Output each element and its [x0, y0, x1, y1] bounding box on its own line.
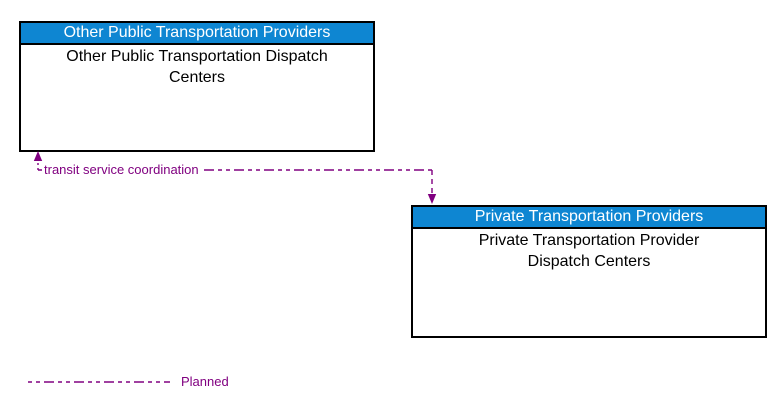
- entity-body-private-dispatch-centers: Private Transportation Provider Dispatch…: [413, 229, 765, 272]
- flow-label-transit-service-coordination[interactable]: transit service coordination: [43, 162, 200, 177]
- entity-body-line: Other Public Transportation Dispatch: [66, 48, 328, 65]
- flow-arrowhead-into-other-public: [33, 151, 43, 161]
- entity-box-private-transportation-providers[interactable]: Private Transportation Providers Private…: [411, 205, 767, 338]
- entity-header-other-public-transportation-providers: Other Public Transportation Providers: [21, 23, 373, 45]
- entity-body-other-public-dispatch-centers: Other Public Transportation Dispatch Cen…: [21, 45, 373, 88]
- entity-body-line: Dispatch Centers: [527, 253, 651, 270]
- entity-body-line: Centers: [168, 69, 226, 86]
- entity-box-other-public-transportation-providers[interactable]: Other Public Transportation Providers Ot…: [19, 21, 375, 152]
- flow-arrowhead-into-private: [427, 194, 437, 204]
- legend-label-planned: Planned: [181, 374, 229, 389]
- entity-header-private-transportation-providers: Private Transportation Providers: [413, 207, 765, 229]
- entity-body-line: Private Transportation Provider: [478, 232, 700, 249]
